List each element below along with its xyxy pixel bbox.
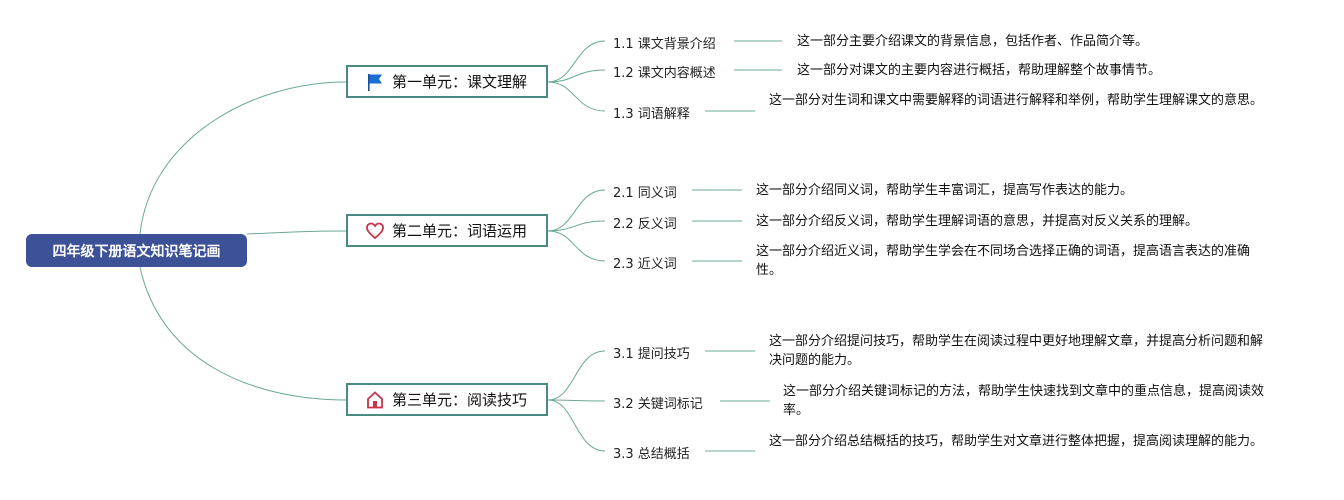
topic-label[interactable]: 1.2 课文内容概述 — [613, 66, 716, 81]
heart-icon — [364, 220, 386, 242]
topic-description: 这一部分对生词和课文中需要解释的词语进行解释和举例，帮助学生理解课文的意思。 — [769, 93, 1264, 108]
unit-label: 第二单元：词语运用 — [392, 222, 528, 240]
topic-description: 这一部分介绍关键词标记的方法，帮助学生快速找到文章中的重点信息，提高阅读效率。 — [783, 384, 1265, 418]
root-node[interactable]: 四年级下册语文知识笔记画 — [26, 234, 247, 267]
topic-description: 这一部分介绍反义词，帮助学生理解词语的意思，并提高对反义关系的理解。 — [756, 214, 1199, 229]
topic-description: 这一部分介绍总结概括的技巧，帮助学生对文章进行整体把握，提高阅读理解的能力。 — [769, 434, 1264, 449]
flag-icon — [364, 71, 386, 93]
unit-node-1[interactable]: 第一单元：课文理解 — [346, 65, 548, 98]
unit-node-3[interactable]: 第三单元：阅读技巧 — [346, 383, 548, 416]
topic-description: 这一部分介绍提问技巧，帮助学生在阅读过程中更好地理解文章，并提高分析问题和解决问… — [769, 334, 1264, 368]
topic-description: 这一部分介绍近义词，帮助学生学会在不同场合选择正确的词语，提高语言表达的准确性。 — [756, 244, 1251, 278]
unit-node-2[interactable]: 第二单元：词语运用 — [346, 214, 548, 247]
topic-description: 这一部分介绍同义词，帮助学生丰富词汇，提高写作表达的能力。 — [756, 183, 1134, 198]
home-icon — [364, 389, 386, 411]
topic-label[interactable]: 1.1 课文背景介绍 — [613, 37, 716, 52]
topic-label[interactable]: 2.2 反义词 — [613, 217, 677, 232]
topic-label[interactable]: 2.1 同义词 — [613, 186, 677, 201]
topic-label[interactable]: 3.3 总结概括 — [613, 447, 690, 462]
topic-label[interactable]: 2.3 近义词 — [613, 257, 677, 272]
unit-label: 第一单元：课文理解 — [392, 73, 528, 91]
unit-label: 第三单元：阅读技巧 — [392, 391, 528, 409]
topic-description: 这一部分对课文的主要内容进行概括，帮助理解整个故事情节。 — [797, 63, 1162, 78]
topic-label[interactable]: 3.1 提问技巧 — [613, 347, 690, 362]
topic-label[interactable]: 3.2 关键词标记 — [613, 397, 703, 412]
topic-label[interactable]: 1.3 词语解释 — [613, 107, 690, 122]
topic-description: 这一部分主要介绍课文的背景信息，包括作者、作品简介等。 — [797, 34, 1149, 49]
